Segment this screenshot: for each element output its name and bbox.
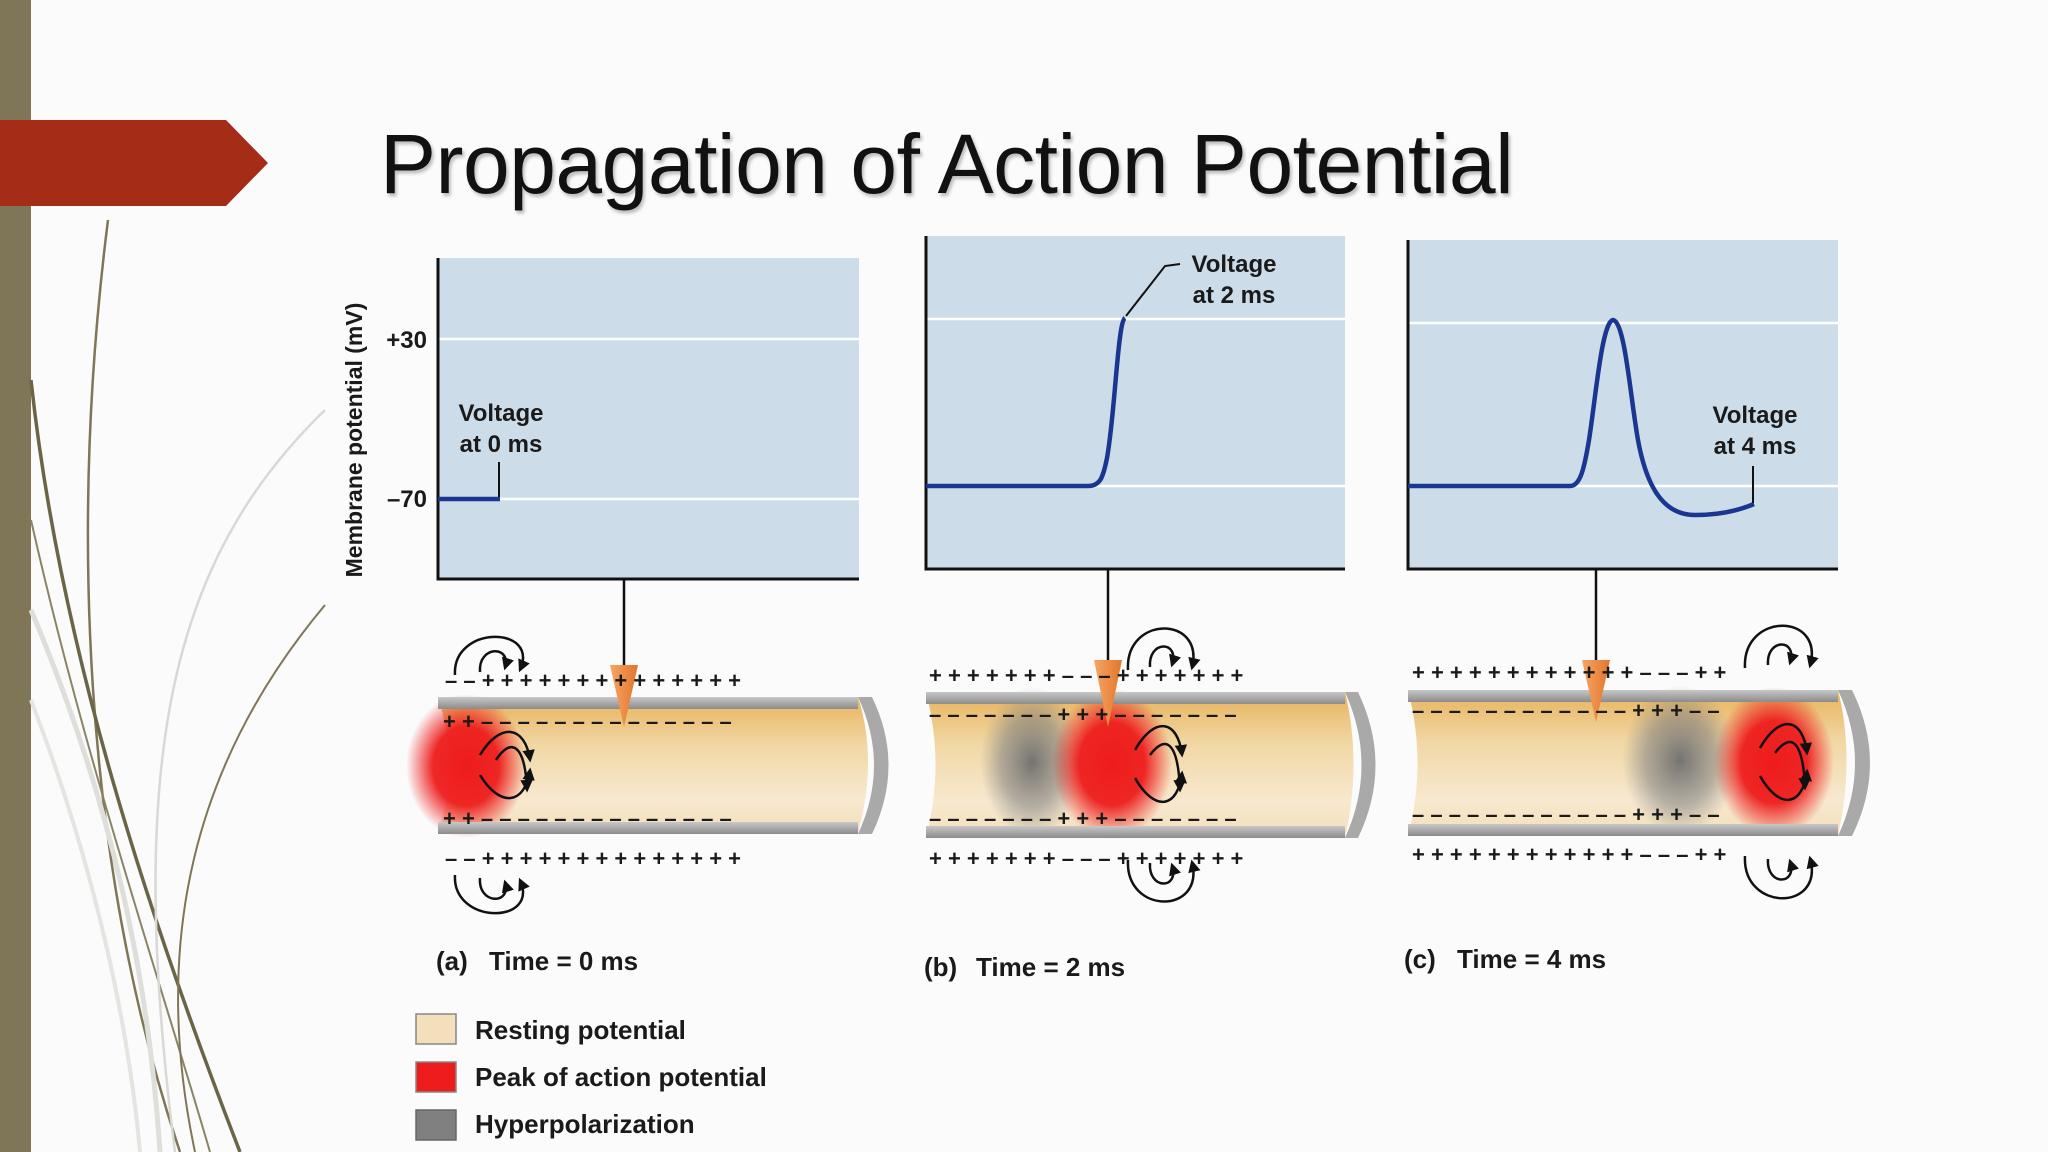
caption-b-letter: (b) bbox=[924, 952, 957, 982]
panel-c: Voltage at 4 ms + + + + + + + + + + + + … bbox=[1404, 240, 1870, 974]
panel-b: Voltage at 2 ms + + + + + + + – – – + + … bbox=[924, 236, 1376, 982]
legend-label-hyper: Hyperpolarization bbox=[475, 1109, 695, 1139]
voltage-label-a-line1: Voltage bbox=[459, 400, 544, 427]
graph-b-axes bbox=[924, 236, 1345, 571]
voltage-label-b-line2: at 2 ms bbox=[1193, 282, 1276, 309]
axon-a-membrane-bottom bbox=[438, 822, 858, 834]
voltage-label-c-line2: at 4 ms bbox=[1714, 433, 1797, 460]
electrode-b bbox=[1094, 660, 1122, 727]
graph-c-voltage-trace bbox=[1408, 317, 1755, 518]
charges-c-inner-top: – – – – – – – – – – – – + + + – – bbox=[1412, 698, 1720, 723]
title-accent-arrow bbox=[0, 120, 268, 206]
legend: Resting potential Peak of action potenti… bbox=[415, 1013, 767, 1141]
charges-a-inner-bottom: + + – – – – – – – – – – – – – – bbox=[443, 806, 732, 831]
charges-b-outer-top: + + + + + + + – – – + + + + + + + bbox=[929, 663, 1243, 688]
axon-b-end-cap bbox=[1345, 692, 1376, 838]
caption-c-text: Time = 4 ms bbox=[1457, 944, 1606, 974]
voltage-label-a-line2: at 0 ms bbox=[460, 431, 543, 458]
legend-swatch-resting bbox=[415, 1013, 457, 1045]
electrode-c bbox=[1582, 660, 1610, 722]
graph-c-background bbox=[1408, 240, 1838, 569]
axon-c-membrane-bottom bbox=[1408, 824, 1838, 836]
graph-b-leader-line bbox=[1125, 263, 1181, 317]
decorative-swooshes bbox=[28, 219, 326, 1152]
axon-a-end-cap bbox=[858, 697, 889, 834]
graph-a-background bbox=[438, 258, 859, 579]
graph-a-axes bbox=[436, 258, 859, 581]
charges-a-outer-top: – – + + + + + + + + + + + + + + bbox=[445, 668, 741, 693]
legend-label-peak: Peak of action potential bbox=[475, 1062, 767, 1092]
axon-c-end-cap bbox=[1838, 690, 1870, 836]
axon-b-peak-zone bbox=[1052, 689, 1172, 839]
voltage-label-c-line1: Voltage bbox=[1713, 402, 1798, 429]
charges-c-outer-bottom: + + + + + + + + + + + + – – – + + bbox=[1412, 842, 1726, 867]
charges-c-outer-top: + + + + + + + + + + + + – – – + + bbox=[1412, 660, 1726, 685]
y-axis-label: Membrane potential (mV) bbox=[341, 303, 367, 578]
charges-a-inner-top: + + – – – – – – – – – – – – – – bbox=[443, 709, 732, 734]
caption-c-letter: (c) bbox=[1404, 944, 1436, 974]
voltage-label-b-line1: Voltage bbox=[1192, 251, 1277, 278]
legend-swatch-hyper bbox=[415, 1109, 457, 1141]
axon-a-membrane-top bbox=[438, 697, 858, 709]
charges-b-outer-bottom: + + + + + + + – – – + + + + + + + bbox=[929, 846, 1243, 871]
caption-a-letter: (a) bbox=[436, 946, 468, 976]
charges-b-inner-bottom: – – – – – – – + + + – – – – – – – bbox=[929, 806, 1237, 831]
axon-c-peak-zone bbox=[1714, 687, 1834, 837]
current-arrows-b bbox=[1126, 627, 1201, 903]
axon-c-hyper-zone bbox=[1622, 685, 1738, 835]
legend-label-resting: Resting potential bbox=[475, 1015, 686, 1045]
caption-b-text: Time = 2 ms bbox=[976, 952, 1125, 982]
axon-b-hyper-zone bbox=[980, 687, 1084, 837]
charges-a-outer-bottom: – – + + + + + + + + + + + + + + bbox=[445, 846, 741, 871]
legend-swatch-peak bbox=[415, 1061, 457, 1093]
slide-title: Propagation of Action Potential bbox=[380, 117, 1514, 211]
axon-c-membrane-top bbox=[1408, 690, 1838, 702]
current-arrows-a bbox=[453, 635, 535, 915]
graph-b-voltage-trace bbox=[926, 316, 1127, 489]
current-arrows-c bbox=[1743, 624, 1819, 900]
caption-a-text: Time = 0 ms bbox=[489, 946, 638, 976]
graph-b-background bbox=[926, 236, 1345, 569]
axon-a-interior bbox=[438, 697, 868, 833]
electrode-a bbox=[610, 665, 638, 727]
axon-a-peak-zone bbox=[406, 694, 526, 838]
axon-b-membrane-top bbox=[926, 692, 1345, 704]
panel-a: Voltage at 0 ms – – + + + + + + + + + + … bbox=[406, 258, 889, 976]
axon-b-membrane-bottom bbox=[926, 826, 1345, 838]
graph-c-axes bbox=[1406, 240, 1838, 571]
charges-b-inner-top: – – – – – – – + + + – – – – – – – bbox=[929, 702, 1237, 727]
y-tick-minus70: –70 bbox=[387, 486, 427, 513]
y-tick-plus30: +30 bbox=[386, 327, 427, 354]
charges-c-inner-bottom: – – – – – – – – – – – – + + + – – bbox=[1412, 802, 1720, 827]
